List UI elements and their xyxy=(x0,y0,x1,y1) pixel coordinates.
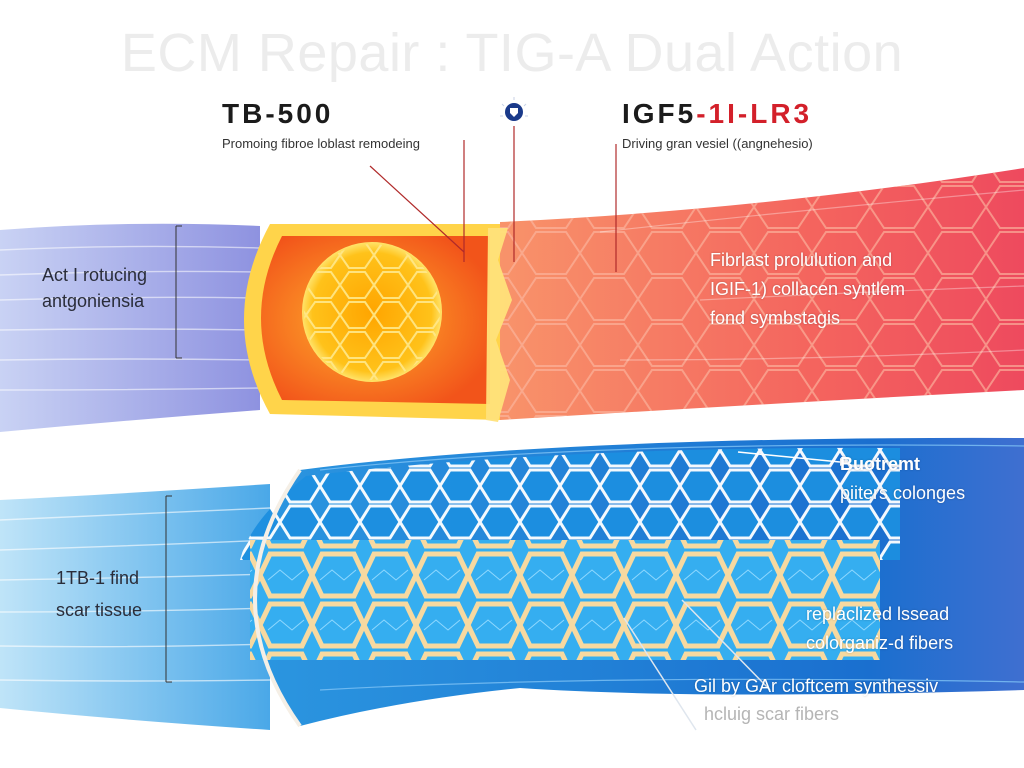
tb500-heading: TB-500 xyxy=(222,98,334,129)
bottom-right-top-label: Buotremt piiters colonges xyxy=(840,450,965,508)
bottom-right-top-label-line: Buotremt xyxy=(840,454,920,474)
top-left-label-line: antgoniensia xyxy=(42,291,145,311)
bottom-right-top-label-line: piiters colonges xyxy=(840,483,966,503)
light-blue-fiber-band xyxy=(0,484,270,730)
top-right-label-line: Fibrlast prolulution and xyxy=(710,250,893,270)
top-right-label-line: IGIF-1) collacen syntlem xyxy=(710,279,906,299)
bottom-left-label-line: scar tissue xyxy=(56,600,143,620)
shield-badge-icon xyxy=(500,97,528,121)
top-left-label-line: Act I rotucing xyxy=(42,265,148,285)
bottom-right-mid-label: replaclized lssead colorganiz-d fibers xyxy=(806,600,953,658)
bottom-right-bottom-label: Gil by GAr cloftcem synthessiv xyxy=(694,676,939,696)
tb500-subtitle: Promoing fibroe loblast remodeing xyxy=(222,136,420,151)
bottom-left-label-line: 1TB-1 find xyxy=(56,568,140,588)
top-right-label-line: fond symbstagis xyxy=(710,308,841,328)
top-left-label: Act I rotucing antgoniensia xyxy=(42,262,147,314)
lavender-fiber-band xyxy=(0,223,260,432)
igf-heading-part2: -1I-LR3 xyxy=(696,98,813,129)
below-label: hcluig scar fibers xyxy=(704,704,840,724)
igf-heading-part1: IGF5 xyxy=(622,98,697,129)
top-right-label: Fibrlast prolulution and IGIF-1) collace… xyxy=(710,246,905,333)
igf-heading: IGF5-1I-LR3 xyxy=(622,98,812,130)
bottom-left-label: 1TB-1 find scar tissue xyxy=(56,562,142,626)
igf-subtitle: Driving gran vesiel ((angnehesio) xyxy=(622,136,813,151)
bottom-right-mid-label-line: replaclized lssead xyxy=(806,604,950,624)
bottom-right-mid-label-line: colorganiz-d fibers xyxy=(806,633,954,653)
page-title: ECM Repair : TIG-A Dual Action xyxy=(120,23,904,83)
collagen-lattice xyxy=(250,540,880,660)
